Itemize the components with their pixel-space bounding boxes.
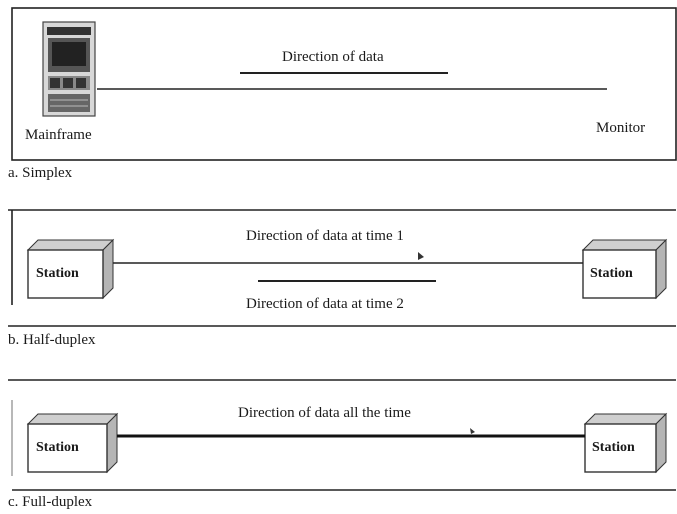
- simplex-caption: a. Simplex: [8, 165, 73, 181]
- half-duplex-left-station-label: Station: [36, 266, 79, 281]
- simplex-direction-label: Direction of data: [282, 49, 384, 65]
- half-duplex-right-station-label: Station: [590, 266, 633, 281]
- monitor-label: Monitor: [596, 120, 646, 136]
- full-duplex-caption: c. Full-duplex: [8, 494, 93, 510]
- mainframe-label: Mainframe: [25, 127, 92, 143]
- half-duplex-arrowhead: [418, 252, 424, 260]
- full-duplex-panel: [8, 379, 676, 491]
- half-duplex-direction-label-1: Direction of data at time 1: [246, 228, 404, 244]
- full-duplex-arrowhead: [470, 428, 475, 434]
- full-duplex-left-station-box: [26, 412, 119, 474]
- full-duplex-direction-label: Direction of data all the time: [238, 405, 411, 421]
- half-duplex-panel: [8, 209, 676, 327]
- full-duplex-right-station-box: [583, 412, 668, 474]
- half-duplex-left-station-box: [26, 238, 115, 300]
- half-duplex-right-station-box: [581, 238, 668, 300]
- simplex-frame: [11, 7, 677, 161]
- mainframe-icon: [42, 21, 96, 117]
- simplex-panel: [11, 7, 677, 161]
- half-duplex-direction-label-2: Direction of data at time 2: [246, 296, 404, 312]
- full-duplex-left-station-label: Station: [36, 440, 79, 455]
- full-duplex-right-station-label: Station: [592, 440, 635, 455]
- half-duplex-caption: b. Half-duplex: [8, 332, 96, 348]
